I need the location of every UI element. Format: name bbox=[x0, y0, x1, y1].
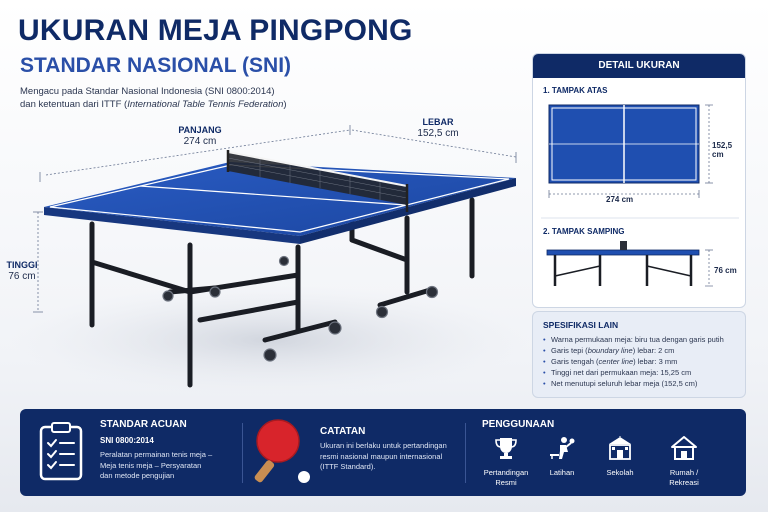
standard-code: SNI 0800:2014 bbox=[100, 436, 154, 445]
paddle-icon bbox=[254, 419, 310, 483]
table-front-legs bbox=[89, 221, 433, 388]
dimension-lines bbox=[33, 125, 517, 313]
table-illustration bbox=[10, 125, 530, 395]
side-height-label: 76 cm bbox=[714, 266, 737, 275]
table-net bbox=[226, 150, 409, 212]
standard-desc: Peralatan permainan tenis meja – Meja te… bbox=[100, 450, 213, 480]
table-wheels bbox=[162, 255, 439, 362]
band-divider bbox=[242, 423, 243, 483]
notes-desc: Ukuran ini berlaku untuk pertandingan re… bbox=[320, 441, 447, 471]
specs-title: SPESIFIKASI LAIN bbox=[543, 320, 619, 330]
band-divider bbox=[465, 423, 466, 483]
usage-item-home: Rumah /Rekreasi bbox=[654, 436, 714, 488]
width-label-group: LEBAR 152,5 cm bbox=[408, 116, 468, 140]
spec-item: Net menutupi seluruh lebar meja (152,5 c… bbox=[543, 378, 735, 389]
usage-item-training: Latihan bbox=[532, 436, 592, 478]
height-label-group: TINGGI 76 cm bbox=[2, 259, 42, 283]
clipboard-icon bbox=[39, 422, 83, 481]
height-value: 76 cm bbox=[8, 271, 36, 282]
standard-title: STANDAR ACUAN bbox=[100, 419, 187, 430]
info-band: STANDAR ACUAN SNI 0800:2014 Peralatan pe… bbox=[20, 409, 746, 496]
usage-title: PENGGUNAAN bbox=[482, 419, 555, 430]
top-view-diagram bbox=[541, 104, 739, 287]
specs-box: SPESIFIKASI LAIN Warna permukaan meja: b… bbox=[532, 311, 746, 398]
trophy-icon bbox=[495, 438, 517, 459]
table-lines bbox=[49, 164, 510, 233]
house-icon bbox=[671, 436, 697, 460]
usage-label: Rumah /Rekreasi bbox=[669, 468, 699, 487]
detail-panel-title: DETAIL UKURAN bbox=[533, 54, 745, 78]
table-edge-front bbox=[44, 207, 300, 244]
length-label: PANJANG bbox=[178, 125, 222, 135]
usage-label: Sekolah bbox=[606, 468, 634, 477]
width-label: LEBAR bbox=[422, 117, 454, 127]
width-value: 152,5 cm bbox=[417, 128, 459, 139]
school-icon bbox=[609, 433, 631, 460]
spec-item: Warna permukaan meja: biru tua dengan ga… bbox=[543, 334, 735, 345]
top-view-title: 1. TAMPAK ATAS bbox=[543, 86, 608, 95]
training-icon bbox=[550, 437, 575, 459]
spec-item: Tinggi net dari permukaan meja: 15,25 cm bbox=[543, 367, 735, 378]
top-width-label: 152,5 cm bbox=[712, 141, 733, 159]
detail-panel: DETAIL UKURAN 1. TAMPAK ATAS bbox=[532, 53, 746, 308]
desc-line-2: dan ketentuan dari ITTF (International T… bbox=[20, 99, 287, 110]
height-label: TINGGI bbox=[6, 260, 38, 270]
usage-label: Latihan bbox=[549, 468, 575, 477]
side-view-title: 2. TAMPAK SAMPING bbox=[543, 227, 625, 236]
page-title: UKURAN MEJA PINGPONG bbox=[18, 14, 413, 47]
length-label-group: PANJANG 274 cm bbox=[170, 124, 230, 148]
page-subtitle: STANDAR NASIONAL (SNI) bbox=[20, 54, 292, 77]
specs-list: Warna permukaan meja: biru tua dengan ga… bbox=[543, 334, 735, 389]
length-value: 274 cm bbox=[183, 136, 217, 147]
desc-line-1: Mengacu pada Standar Nasional Indonesia … bbox=[20, 86, 275, 97]
spec-item: Garis tepi (boundary line) lebar: 2 cm bbox=[543, 345, 735, 356]
top-length-label: 274 cm bbox=[606, 195, 634, 204]
usage-item-school: Sekolah bbox=[590, 433, 650, 478]
notes-title: CATATAN bbox=[320, 426, 366, 437]
spec-item: Garis tengah (center line) lebar: 3 mm bbox=[543, 356, 735, 367]
header-description: Mengacu pada Standar Nasional Indonesia … bbox=[20, 85, 350, 111]
